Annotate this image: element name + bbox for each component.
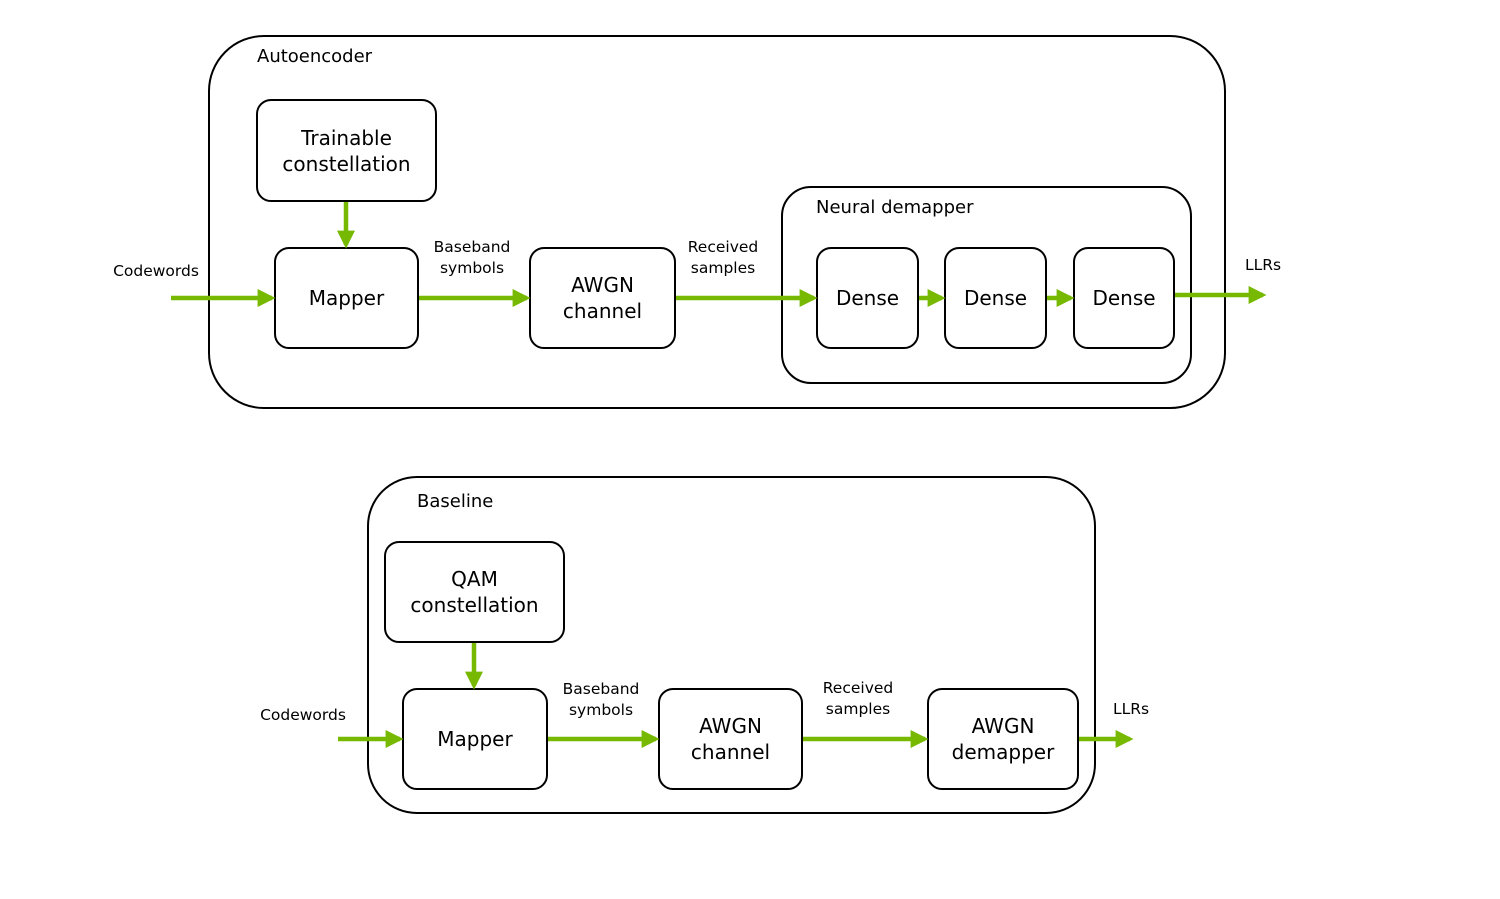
ae-received-samples-label: Received samples — [687, 238, 759, 277]
bl-mapper-label: Mapper — [437, 727, 513, 751]
dense-layer-3-block: Dense — [1073, 247, 1175, 349]
trainable-constellation-block: Trainable constellation — [256, 99, 437, 202]
autoencoder-title: Autoencoder — [257, 46, 373, 67]
bl-received-samples-label: Received samples — [822, 679, 894, 718]
bl-mapper-block: Mapper — [402, 688, 548, 790]
awgn-demapper-block: AWGN demapper — [927, 688, 1079, 790]
trainable-constellation-label: Trainable constellation — [282, 125, 411, 176]
bl-baseband-symbols-label: Baseband symbols — [562, 680, 640, 719]
dense-layer-3-label: Dense — [1092, 286, 1156, 310]
ae-codewords-label: Codewords — [113, 262, 199, 280]
dense-layer-2-block: Dense — [944, 247, 1047, 349]
qam-constellation-label: QAM constellation — [410, 567, 539, 617]
dense-layer-2-label: Dense — [963, 286, 1028, 310]
ae-llrs-label: LLRs — [1244, 256, 1282, 274]
dense-layer-1-block: Dense — [816, 247, 919, 349]
bl-llrs-label: LLRs — [1112, 700, 1150, 718]
dense-layer-1-label: Dense — [835, 286, 900, 310]
neural-demapper-title: Neural demapper — [816, 197, 974, 218]
qam-constellation-block: QAM constellation — [384, 541, 565, 643]
ae-mapper-label: Mapper — [308, 286, 385, 310]
baseline-frame — [367, 476, 1096, 814]
bl-awgn-channel-label: AWGN channel — [690, 714, 771, 764]
neural-demapper-frame — [781, 186, 1192, 384]
baseline-title: Baseline — [417, 491, 494, 512]
ae-awgn-channel-label: AWGN channel — [562, 273, 643, 323]
bl-awgn-channel-block: AWGN channel — [658, 688, 803, 790]
bl-codewords-label: Codewords — [260, 706, 346, 724]
autoencoder-frame — [208, 35, 1226, 409]
ae-mapper-block: Mapper — [274, 247, 419, 349]
ae-awgn-channel-block: AWGN channel — [529, 247, 676, 349]
ae-baseband-symbols-label: Baseband symbols — [433, 238, 511, 277]
awgn-demapper-label: AWGN demapper — [951, 714, 1055, 764]
